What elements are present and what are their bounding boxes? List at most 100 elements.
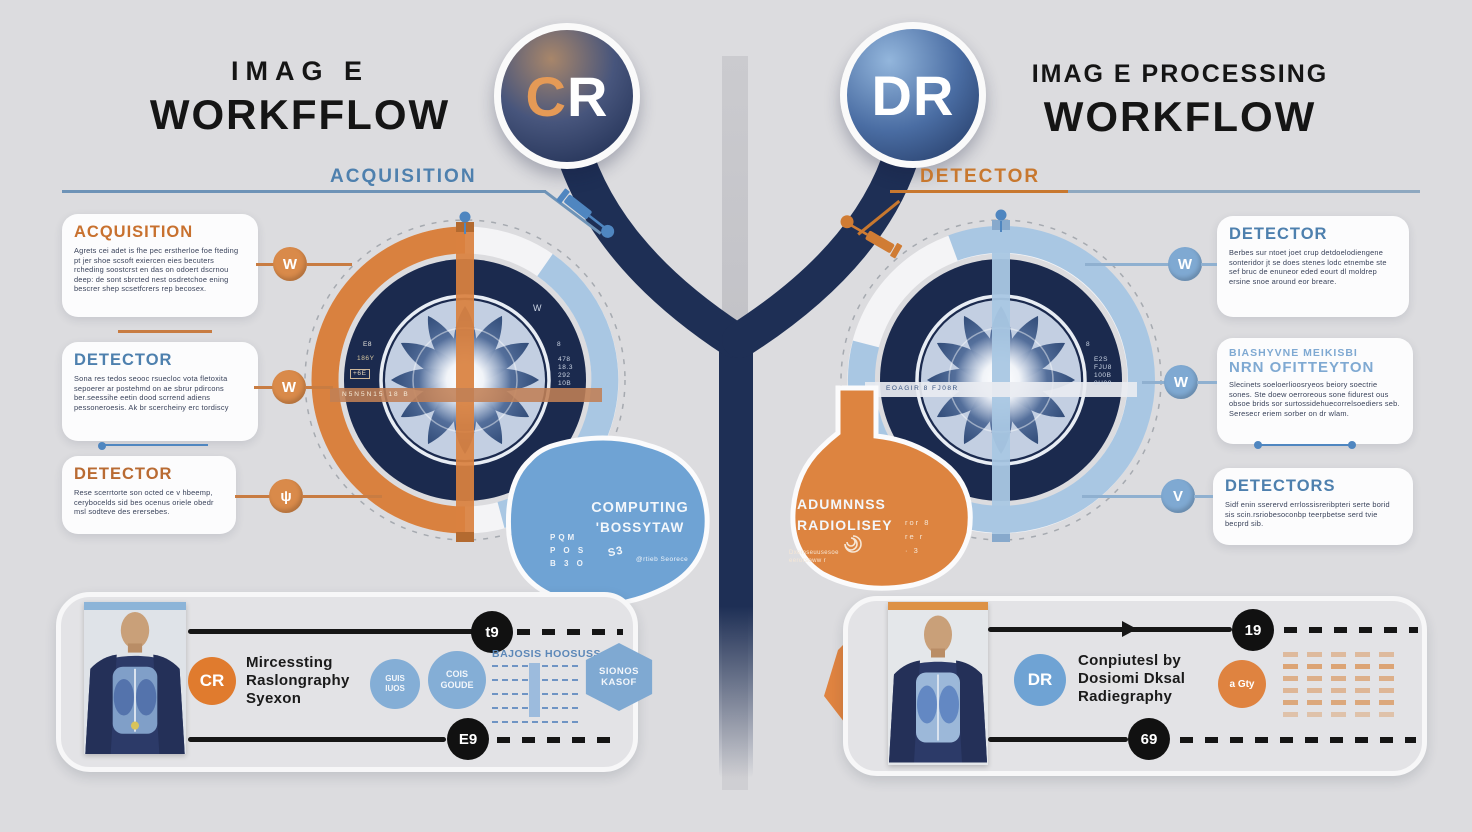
info-box-detection-right: BIASHYVNE MEIKISBI NRN OFITTEYTON Slecin…: [1217, 338, 1413, 444]
dot-line: [1258, 444, 1352, 446]
left-section-header: ACQUISITION: [330, 166, 477, 187]
ring-orange-half: [311, 226, 466, 534]
cr-system-label: Mircessting Raslongraphy Syexon: [246, 654, 350, 707]
right-header-line-orange: [890, 190, 1068, 193]
wheel-strip-label: EOAGIR 8 FJ08R: [886, 385, 959, 392]
connector-line: [1082, 495, 1162, 498]
box-title-small: BIASHYVNE MEIKISBI: [1229, 347, 1358, 359]
info-bubble-1: GUIS IUOS: [370, 659, 420, 709]
connector-line: [256, 263, 274, 266]
dr-badge: DR: [840, 22, 986, 168]
orange-tag-circle: a Gty: [1218, 660, 1266, 708]
box-body: Sona res tedos seooc rsuecloc vota fleto…: [74, 374, 229, 412]
dashed-orbit: [304, 219, 626, 541]
orange-dash-row: [1283, 676, 1395, 681]
orange-dash-row: [1283, 712, 1395, 717]
info-box-detector-left-2: DETECTOR Rese scerrtorte son octed ce v …: [62, 456, 236, 534]
orange-dash-row: [1283, 664, 1395, 669]
blob-small-text: @rtieb Seorece: [636, 556, 689, 563]
timeline-bottom-right: [988, 737, 1128, 742]
portrait-header-bar: [84, 602, 186, 610]
right-title-line1: IMAG E PROCESSING: [1031, 60, 1329, 88]
vertical-bar: [992, 220, 1010, 542]
timeline-badge: 69: [1128, 718, 1170, 760]
timeline-dashes: [497, 737, 619, 743]
left-header-line: [62, 190, 546, 193]
box-title: NRN OFITTEYTON: [1229, 359, 1375, 376]
step-node: ψ: [269, 479, 303, 513]
cr-mini-badge: CR: [188, 657, 236, 705]
connector-line: [254, 386, 273, 389]
dr-system-label: Conpiutesl by Dosiomi Dksal Radiegraphy: [1078, 652, 1186, 705]
line-dot: [1348, 441, 1356, 449]
cr-badge-letter-c: C: [525, 64, 567, 128]
dr-badge-label: DR: [871, 63, 955, 127]
timeline-dashes: [1180, 737, 1416, 743]
timeline-top-left: [188, 629, 474, 634]
node-letter: W: [1177, 255, 1193, 273]
xray-figure: [84, 610, 186, 754]
xray-figure: [888, 612, 988, 763]
blob-line1: ADUMNNSS: [797, 496, 886, 512]
timeline-bottom-left: [188, 737, 446, 742]
info-box-detector-left: DETECTOR Sona res tedos seooc rsuecloc v…: [62, 342, 258, 441]
orange-dash-row: [1283, 688, 1395, 693]
right-title: IMAG E PROCESSING WORKFLOW: [995, 60, 1365, 141]
cr-wheel-diagram: [304, 211, 626, 542]
xray-portrait-left: [84, 602, 186, 754]
box-body: Sidf enin sserervd errlossisreribpteri s…: [1225, 500, 1390, 529]
blob-shape: [790, 385, 973, 591]
wheel-label: E8: [363, 341, 373, 348]
node-letter: W: [1173, 373, 1189, 391]
node-letter: W: [281, 378, 297, 396]
syringe-icon-left: [556, 188, 615, 238]
connector-line: [235, 495, 270, 498]
timeline-top-right: [988, 627, 1232, 632]
wheel-mark: W: [533, 303, 543, 313]
timeline-dashes: [1284, 627, 1418, 633]
dr-mini-badge: DR: [1014, 654, 1066, 706]
box-body: Agrets cei adet is fhe pec erstherloe fo…: [74, 246, 239, 294]
box-title: DETECTOR: [1229, 225, 1328, 243]
box-title: DETECTORS: [1225, 477, 1336, 495]
spiral-icon: [844, 535, 862, 553]
connector-line: [306, 263, 352, 266]
wheel-number-column: E2S FJU8 100B 8H08: [1094, 356, 1112, 387]
dashed-list-title: BAJOSIS HOOSUSS: [492, 648, 602, 660]
step-node: W: [1164, 365, 1198, 399]
dot-line: [104, 444, 208, 446]
dashed-orbit: [840, 219, 1162, 541]
orange-dash-row: [1283, 700, 1395, 705]
box-underline: [118, 330, 212, 333]
box-body: Slecinets soeloerlioosryeos beiory soect…: [1229, 380, 1400, 418]
info-bubble-2: COIS GOUDE: [428, 651, 486, 709]
cr-badge-letter-r: R: [567, 64, 609, 128]
orange-dash-row: [1283, 652, 1395, 657]
top-node-dot: [459, 211, 471, 223]
timeline-badge: E9: [447, 718, 489, 760]
wheel-number-column: 478 18.3 292 10B: [558, 356, 574, 387]
step-node: W: [273, 247, 307, 281]
right-title-line2: WORKFLOW: [1043, 93, 1317, 140]
left-title: IMAG E WORKFFLOW: [125, 56, 475, 139]
xray-portrait-right: [888, 602, 988, 765]
blob-line1: COMPUTING: [591, 500, 689, 516]
connector-line: [302, 495, 382, 498]
box-title: ACQUISITION: [74, 223, 194, 241]
arrow-icon: [1122, 621, 1137, 637]
box-title: DETECTOR: [74, 465, 173, 483]
cr-badge: C R: [494, 23, 640, 169]
step-node: W: [272, 370, 306, 404]
line-dot: [98, 442, 106, 450]
left-title-line2: WORKFFLOW: [149, 91, 451, 138]
info-box-detector-right: DETECTOR Berbes sur ntoet joet crup detd…: [1217, 216, 1409, 317]
box-body: Berbes sur ntoet joet crup detdoelodieng…: [1229, 248, 1387, 286]
blob-small-text: Dxemseuusesoe eerorsoww r: [789, 550, 839, 564]
node-letter: V: [1172, 487, 1183, 505]
timeline-badge: 19: [1232, 609, 1274, 651]
vertical-bar: [456, 222, 474, 542]
connector-line: [1201, 263, 1217, 266]
horizontal-strip: [865, 382, 1137, 397]
dr-radiology-blob: [790, 385, 973, 591]
